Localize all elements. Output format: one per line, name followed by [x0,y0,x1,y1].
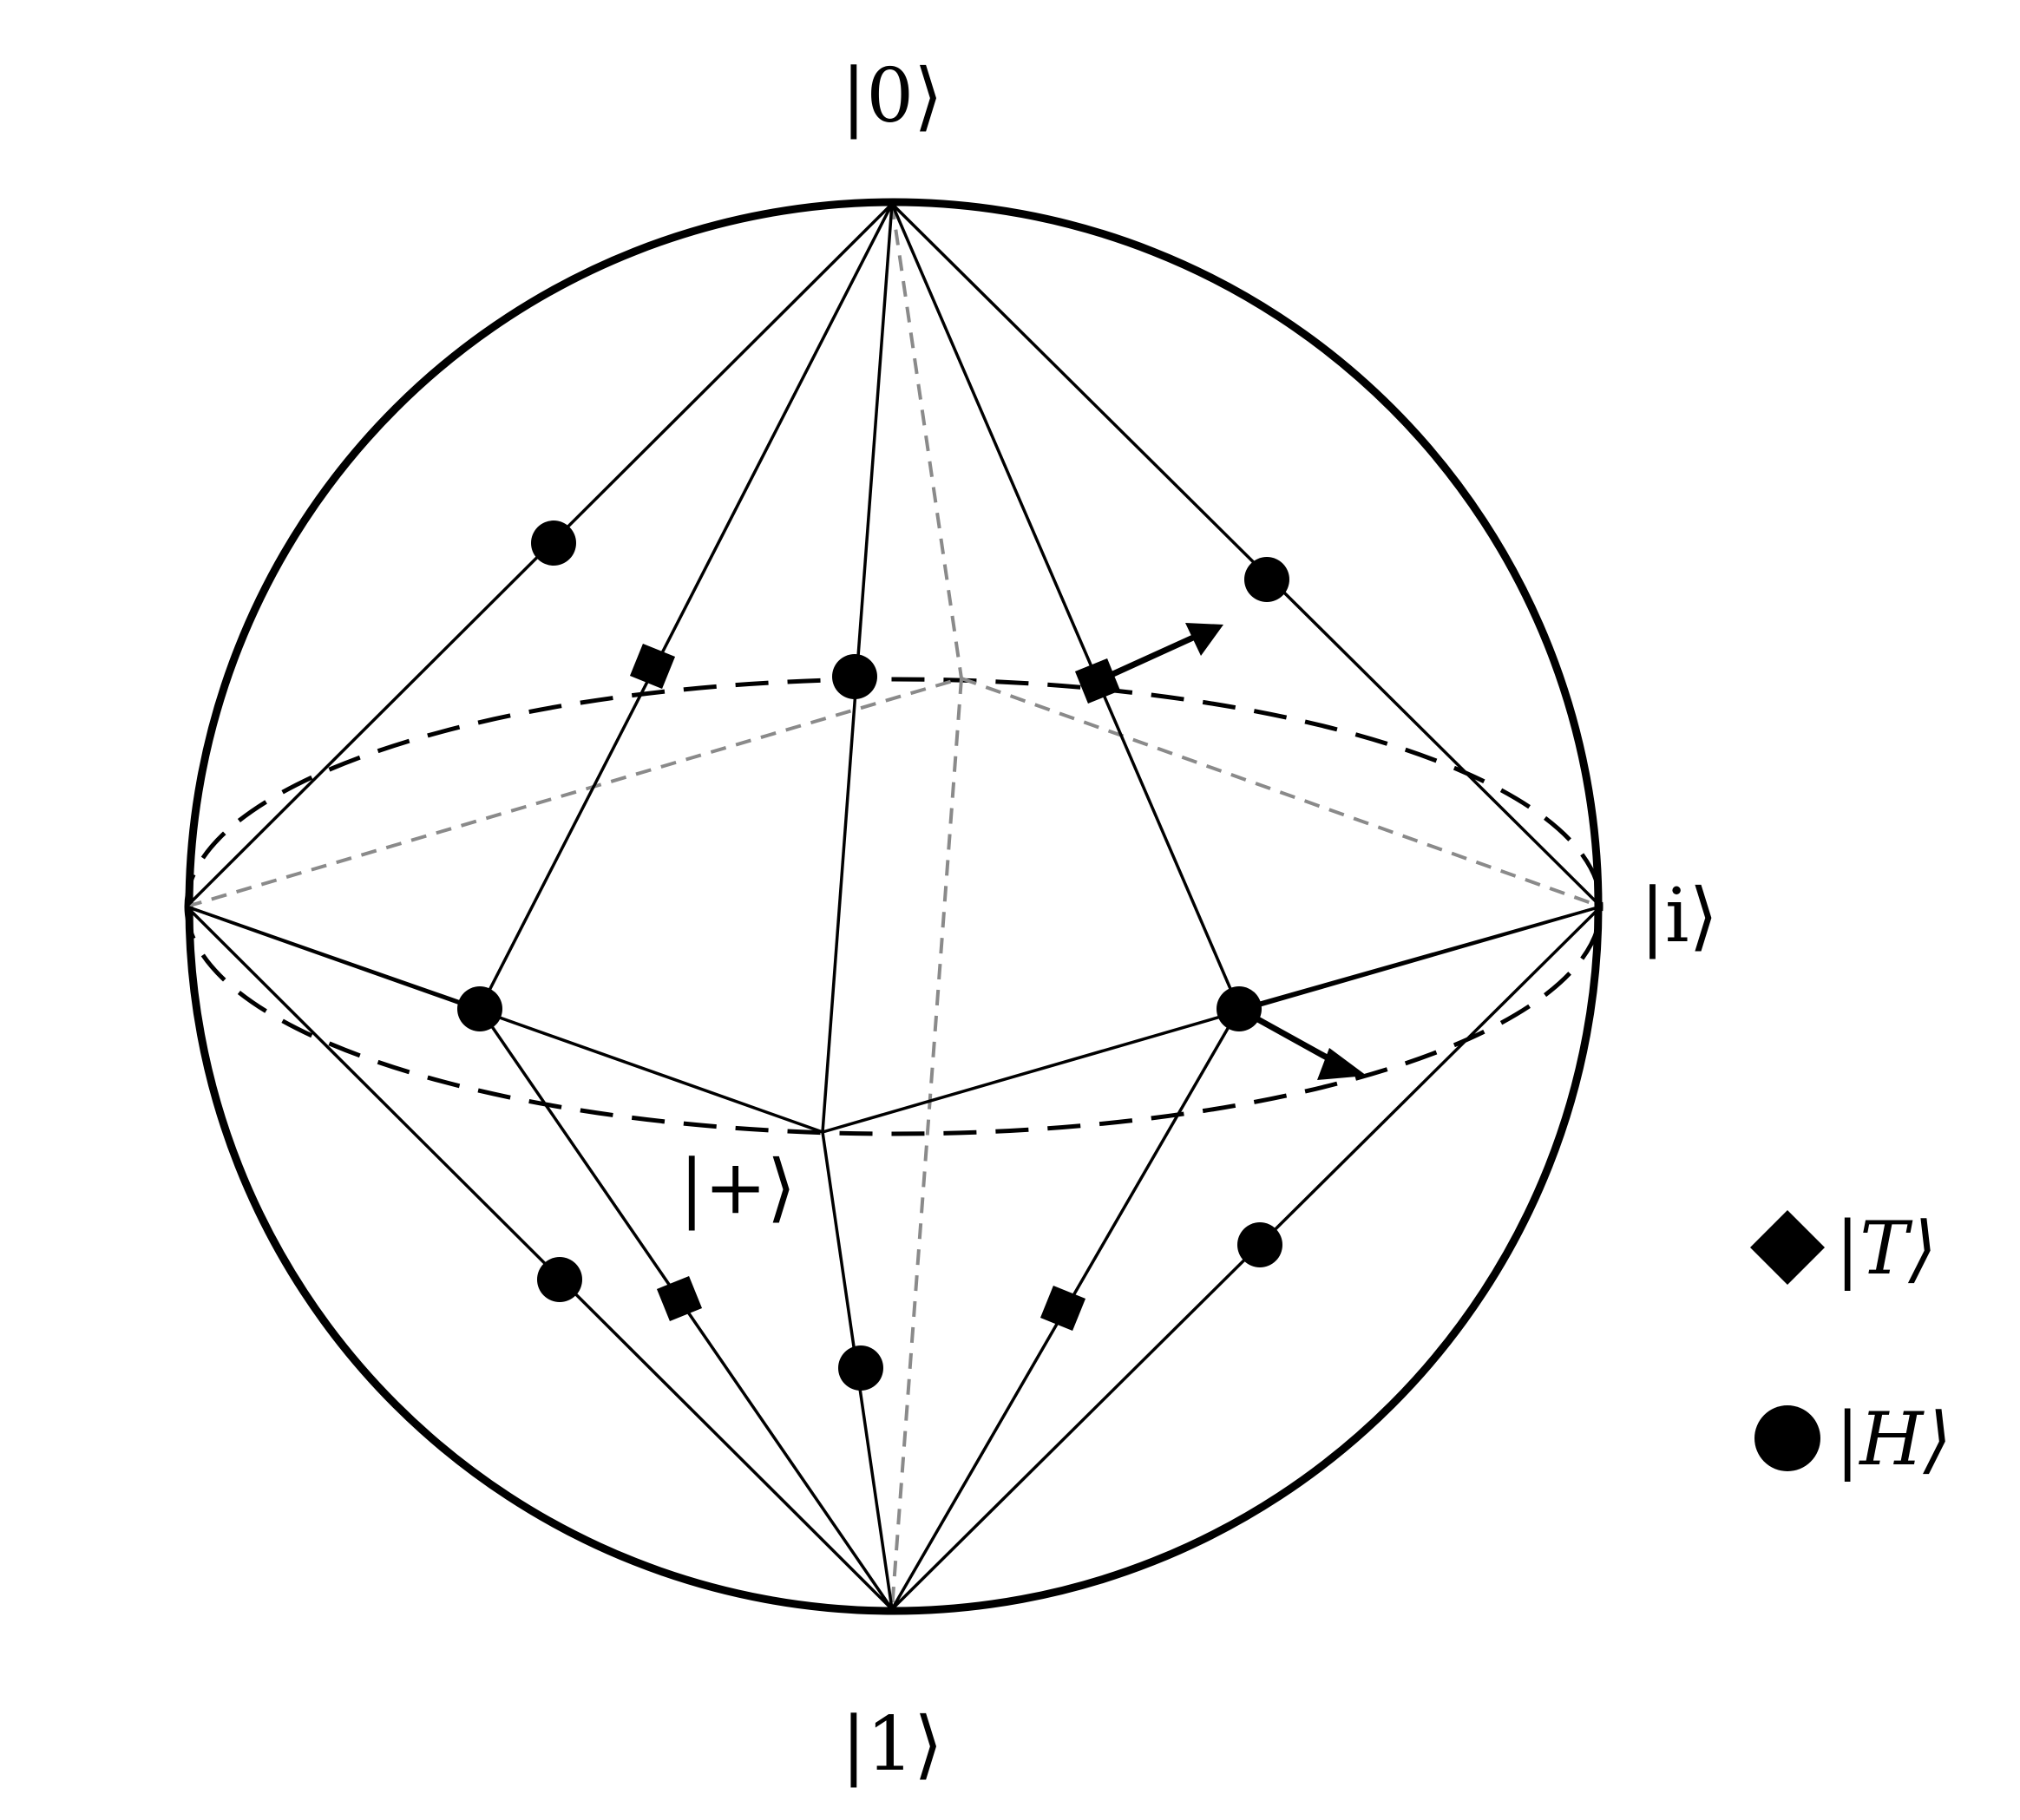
front-edges [186,203,1602,1610]
t-marker [629,643,676,690]
label-ket-plus: |+⟩ [679,1144,797,1231]
h-marker [537,1257,582,1302]
h-marker [832,654,877,699]
h-marker [1237,1222,1282,1267]
label-ket-one: |1⟩ [841,1701,942,1788]
outer-meridians [185,202,1603,1611]
sphere-outline [185,198,1603,1615]
arrow-upper-shaft [1096,634,1195,684]
hidden-edge-left-back [186,677,962,908]
hidden-edges [186,203,1602,1610]
edge-left-to-left-mid [186,905,481,1011]
h-marker [457,986,502,1031]
legend-t-label: |T⟩ [1835,1206,1937,1291]
t-marker [656,1275,703,1322]
t-marker [1074,658,1121,704]
legend: |T⟩ |H⟩ [1750,1206,1951,1482]
edge-top-left-mid [478,203,894,1010]
hidden-edge-back-right [961,677,1602,908]
h-marker [1217,986,1262,1031]
edge-right-mid-to-right [1238,905,1602,1011]
equator-back [184,677,1604,907]
hidden-edge-back-bottom [890,678,963,1610]
circle-icon [1754,1405,1820,1471]
meridian-top-right [890,202,1603,908]
arrow-lower-head [1317,1048,1367,1080]
hidden-edge-top-back [890,203,963,679]
arrow-upper-head [1185,623,1223,656]
h-marker [531,520,576,566]
legend-h-label: |H⟩ [1835,1397,1951,1482]
edge-top-right-mid [890,203,1241,1010]
h-marker [1244,557,1289,602]
t-marker [1040,1285,1086,1332]
h-marker [838,1345,883,1391]
diamond-icon [1750,1210,1825,1285]
meridian-bottom-left [185,905,894,1611]
equator-front [184,906,1604,1136]
t-state-markers [629,643,1121,1332]
label-ket-i: |i⟩ [1640,873,1718,959]
label-ket-zero: |0⟩ [841,53,942,140]
h-state-markers [457,520,1289,1391]
